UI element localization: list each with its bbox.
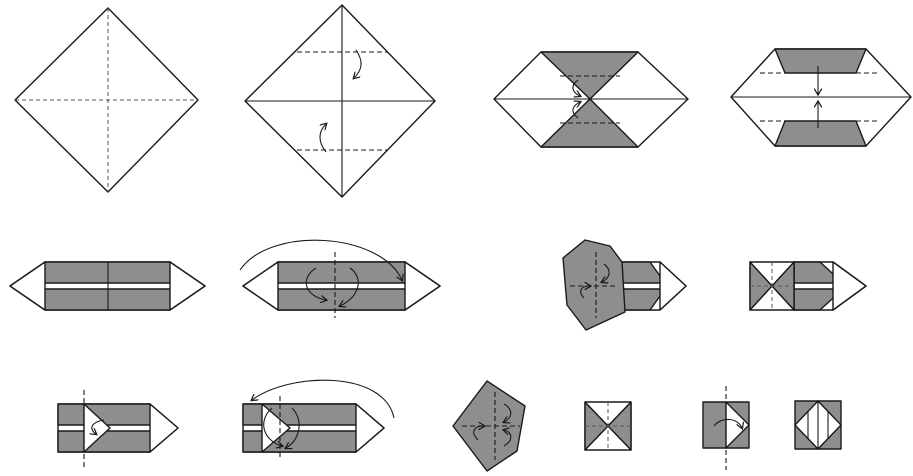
step-5 [10,262,205,310]
gray-band-top [58,404,162,425]
step-1 [15,8,198,192]
white-point-right [170,262,205,310]
step-7 [563,240,686,330]
step-11 [453,381,525,471]
step-9 [58,390,178,470]
white-point-right [356,404,384,452]
white-point-left [243,262,278,310]
step-14 [795,401,841,449]
step-8 [750,262,866,310]
step-6 [240,240,440,318]
gray-square [563,240,625,330]
gray-band-bottom [261,289,422,310]
gray-band-bottom [58,431,162,452]
white-point-left [10,262,45,310]
step-10 [243,380,394,460]
gray-trapezoid-bottom [775,121,866,146]
step-13 [703,386,749,470]
white-point-right [660,262,686,310]
white-point-right [405,262,440,310]
step-4 [731,49,911,146]
gray-trapezoid-top [775,49,866,73]
step-3 [494,52,688,147]
white-point-right [833,262,866,310]
white-point-right [150,404,178,452]
step-2 [245,5,435,197]
step-12 [585,402,631,450]
